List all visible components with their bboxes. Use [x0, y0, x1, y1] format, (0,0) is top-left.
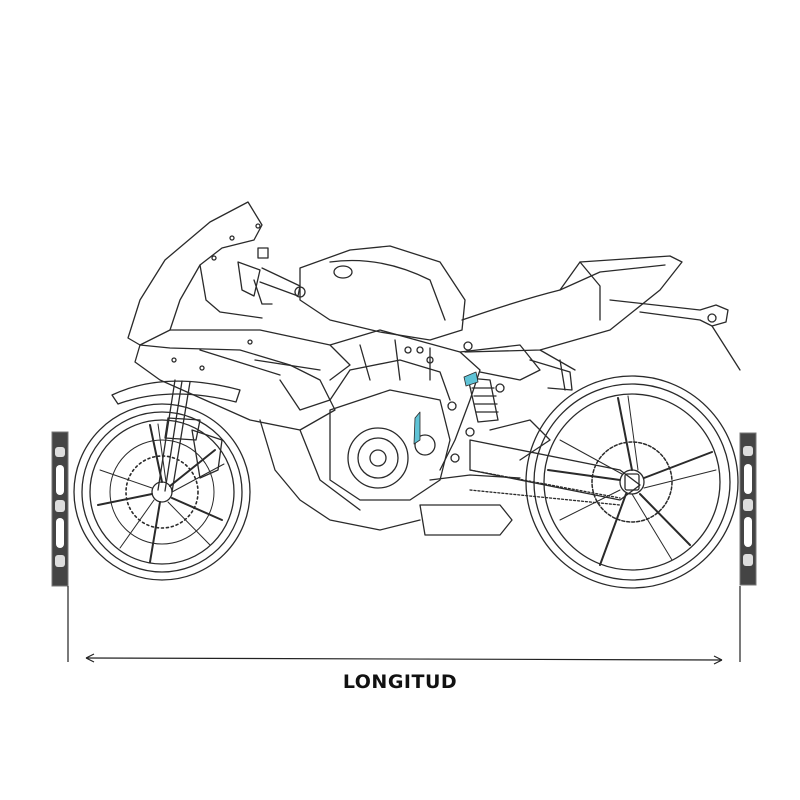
dimension-label: LONGITUD — [342, 671, 458, 693]
accent-parts — [413, 371, 479, 445]
fuel-tank — [299, 245, 466, 341]
rear-wheel — [525, 375, 739, 589]
dimension-line — [67, 586, 741, 665]
seat-tail — [461, 255, 741, 391]
front-fairing — [127, 201, 421, 531]
front-fork — [111, 379, 241, 493]
rear-suspension — [467, 359, 641, 506]
wheel-chock-icon — [739, 432, 757, 586]
wheel-chock-icon — [51, 431, 69, 587]
front-wheel — [73, 403, 251, 581]
frame — [279, 329, 541, 471]
handlebar — [237, 247, 306, 305]
